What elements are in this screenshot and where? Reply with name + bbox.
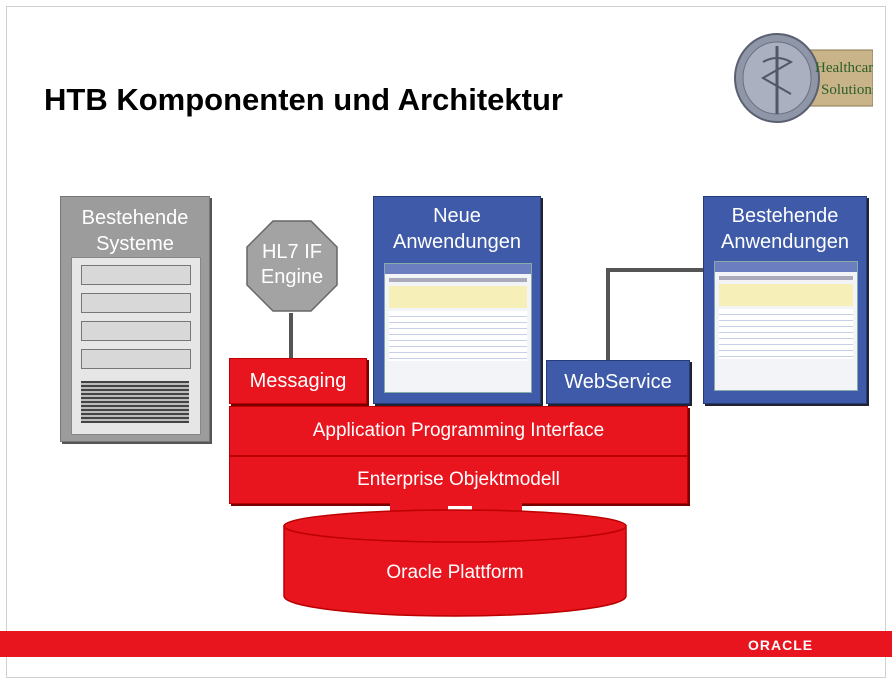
new-applications-box: Neue Anwendungen xyxy=(373,196,541,404)
legacy-systems-label: Bestehende Systeme xyxy=(81,207,189,255)
oracle-platform-label: Oracle Plattform xyxy=(386,562,524,583)
server-drive xyxy=(81,293,191,313)
existing-applications-box: Bestehende Anwendungen xyxy=(703,196,867,404)
messaging-box: Messaging xyxy=(229,358,367,404)
footer-bar xyxy=(0,631,892,657)
application-screenshot xyxy=(714,261,858,391)
hl7-engine-label: HL7 IF Engine xyxy=(260,241,324,288)
healthcare-solutions-logo: Healthcare Solutions xyxy=(734,33,873,123)
legacy-systems-server: Bestehende Systeme xyxy=(60,196,210,442)
server-drive xyxy=(81,265,191,285)
api-layer: Application Programming Interface xyxy=(229,406,688,456)
application-screenshot xyxy=(384,263,532,393)
server-vent xyxy=(81,381,189,423)
oracle-platform-cylinder xyxy=(283,509,627,617)
oracle-logo: ORACLE xyxy=(748,637,814,653)
object-model-layer: Enterprise Objektmodell xyxy=(229,456,688,504)
logo-text-2: Solutions xyxy=(821,82,873,98)
slide-title: HTB Komponenten und Architektur xyxy=(44,82,563,117)
server-drive xyxy=(81,321,191,341)
hl7-engine: HL7 IF Engine xyxy=(246,220,338,312)
server-drive xyxy=(81,349,191,369)
existing-applications-label: Bestehende Anwendungen xyxy=(721,205,849,253)
logo-text-1: Healthcare xyxy=(815,60,873,76)
webservice-box: WebService xyxy=(546,360,690,404)
slide-frame xyxy=(6,6,886,678)
new-applications-label: Neue Anwendungen xyxy=(393,205,521,253)
